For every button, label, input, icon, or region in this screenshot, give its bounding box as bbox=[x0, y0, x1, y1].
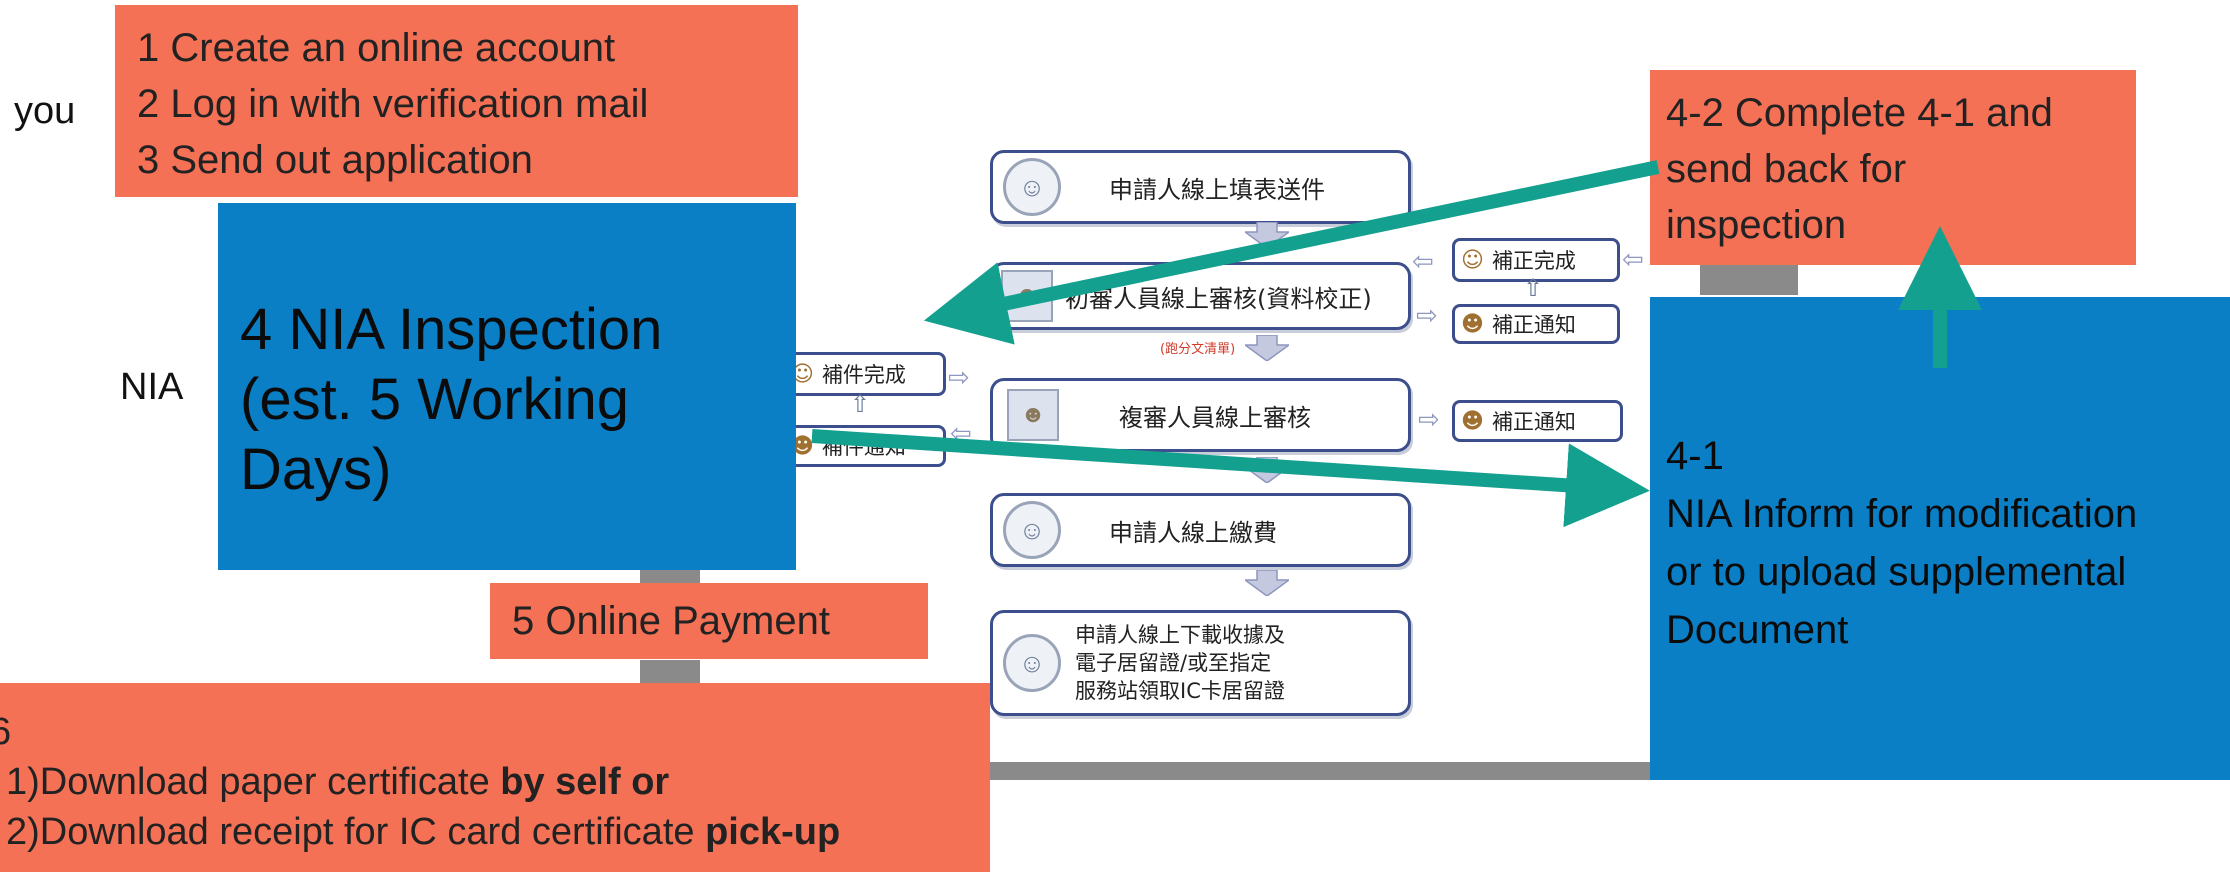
fix-complete-text: 補正完成 bbox=[1491, 249, 1576, 273]
download-line-2: 電子居留證/或至指定 bbox=[1075, 651, 1272, 675]
step-6-option-2-bold: pick-up bbox=[705, 811, 841, 853]
flow-box-second-review-text: 複審人員線上審核 bbox=[1119, 403, 1311, 432]
flow-down-arrow bbox=[1245, 335, 1289, 361]
applicant-icon: ☺ bbox=[1003, 158, 1061, 216]
flow-side-arrow: ⇨ bbox=[1418, 404, 1440, 434]
step-4-box: 4 NIA Inspection (est. 5 Working Days) bbox=[218, 203, 796, 570]
step-6-option-1-bold: by self or bbox=[500, 761, 670, 803]
arrow-4-2-to-4 bbox=[923, 160, 1660, 345]
connector-bar bbox=[1700, 265, 1798, 295]
reviewer-icon: ☻ bbox=[1007, 389, 1059, 441]
flow-box-submit: ☺ 申請人線上填表送件 bbox=[990, 150, 1411, 224]
flow-side-arrow: ⇦ bbox=[1412, 246, 1434, 276]
arrow-4-to-4-1 bbox=[811, 429, 1650, 528]
reviewer-icon: ☻ bbox=[791, 433, 814, 459]
flow-box-download-text: 申請人線上下載收據及 電子居留證/或至指定 服務站領取IC卡居留證 bbox=[1075, 621, 1285, 705]
fix-notice-box: ☻ 補正通知 bbox=[1452, 304, 1620, 344]
flow-up-arrow: ⇧ bbox=[850, 391, 871, 418]
fix-complete-box: ☺ 補正完成 bbox=[1452, 238, 1620, 282]
flow-side-arrow: ⇨ bbox=[1416, 300, 1438, 330]
step-4-2-line-3: inspection bbox=[1666, 203, 1847, 247]
flow-box-payment: ☺ 申請人線上繳費 bbox=[990, 493, 1411, 567]
applicant-icon: ☺ bbox=[1003, 501, 1061, 559]
step-6-box: 6 1)Download paper certificate by self o… bbox=[0, 683, 990, 872]
fix-notice-box-2: ☻ 補正通知 bbox=[1452, 400, 1623, 442]
flow-box-payment-text: 申請人線上繳費 bbox=[1109, 518, 1277, 547]
step-6-option-2-text: 2)Download receipt for IC card certifica… bbox=[6, 811, 706, 853]
step-6-option-1-text: 1)Download paper certificate bbox=[6, 761, 501, 803]
step-6-option-1: 1)Download paper certificate by self or bbox=[0, 757, 990, 807]
step-4-line-2: (est. 5 Working Days) bbox=[240, 367, 629, 502]
step-3-text: 3 Send out application bbox=[137, 138, 533, 182]
step-4-1-line-1: 4-1 bbox=[1666, 434, 1724, 478]
step-6-number: 6 bbox=[0, 711, 12, 753]
bottom-divider bbox=[985, 762, 1650, 780]
flow-side-arrow: ⇨ bbox=[948, 362, 970, 392]
fix-notice-text: 補正通知 bbox=[1491, 313, 1576, 337]
step-4-1-box: 4-1 NIA Inform for modification or to up… bbox=[1650, 297, 2230, 780]
supp-complete-text: 補件完成 bbox=[821, 363, 906, 387]
download-line-1: 申請人線上下載收據及 bbox=[1075, 623, 1285, 647]
step-4-line-1: 4 NIA Inspection bbox=[240, 297, 663, 362]
flow-box-second-review: ☻ 複審人員線上審核 bbox=[990, 378, 1411, 452]
step-2-text: 2 Log in with verification mail bbox=[137, 82, 649, 126]
step-4-1-line-3: or to upload supplemental bbox=[1666, 550, 2127, 594]
step-4-1-line-2: NIA Inform for modification bbox=[1666, 492, 2138, 536]
download-line-3: 服務站領取IC卡居留證 bbox=[1075, 679, 1285, 703]
applicant-icon: ☺ bbox=[791, 361, 814, 387]
step-4-2-box: 4-2 Complete 4-1 and send back for inspe… bbox=[1650, 70, 2136, 265]
flow-box-submit-text: 申請人線上填表送件 bbox=[1109, 175, 1325, 204]
you-label: you bbox=[14, 90, 76, 132]
applicant-icon: ☺ bbox=[1003, 634, 1061, 692]
steps-1-3-box: 1 Create an online account 2 Log in with… bbox=[115, 5, 798, 197]
step-1-text: 1 Create an online account bbox=[137, 26, 616, 70]
flow-note: (跑分文清單) bbox=[1160, 342, 1236, 357]
supp-complete-box: ☺ 補件完成 bbox=[782, 352, 946, 396]
flow-box-download: ☺ 申請人線上下載收據及 電子居留證/或至指定 服務站領取IC卡居留證 bbox=[990, 610, 1411, 716]
applicant-icon: ☺ bbox=[1461, 247, 1484, 273]
step-4-2-line-1: 4-2 Complete 4-1 and bbox=[1666, 91, 2053, 135]
nia-label: NIA bbox=[120, 366, 184, 408]
step-4-1-line-4: Document bbox=[1666, 608, 1849, 652]
flow-down-arrow bbox=[1245, 570, 1289, 596]
step-5-box: 5 Online Payment bbox=[490, 583, 928, 659]
flow-side-arrow: ⇦ bbox=[1622, 244, 1644, 274]
step-6-option-2: 2)Download receipt for IC card certifica… bbox=[0, 807, 990, 857]
reviewer-icon: ☻ bbox=[1461, 311, 1484, 337]
step-5-text: 5 Online Payment bbox=[512, 599, 830, 643]
flow-box-first-review-text: 初審人員線上審核(資料校正) bbox=[1065, 284, 1372, 313]
reviewer-icon: ☻ bbox=[1461, 408, 1484, 434]
flow-up-arrow: ⇧ bbox=[1523, 275, 1544, 302]
fix-notice-2-text: 補正通知 bbox=[1491, 410, 1576, 434]
step-4-2-line-2: send back for bbox=[1666, 147, 1907, 191]
